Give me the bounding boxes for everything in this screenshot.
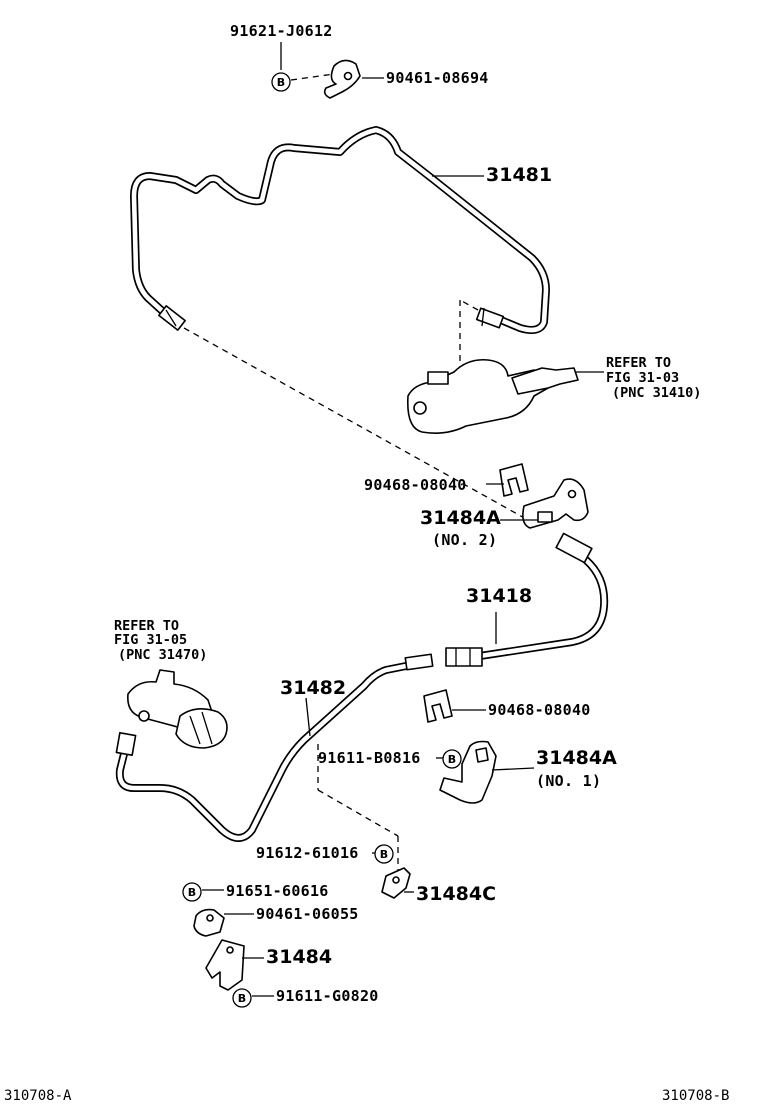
boot-rib-2: [201, 711, 213, 745]
label-31484A-no2[interactable]: 31484A: [420, 507, 501, 529]
svg-text:B: B: [188, 886, 196, 899]
bolt-b-icon: B: [374, 844, 394, 864]
svg-text:B: B: [448, 753, 456, 766]
label-31484A-no1[interactable]: 31484A: [536, 747, 617, 769]
bracket-no2-slot: [537, 511, 553, 523]
label-91611-G0820[interactable]: 91611-G0820: [276, 987, 379, 1005]
hose-31418-end-fitting: [555, 532, 593, 564]
clamp-06055-hole: [206, 914, 214, 922]
boot-rib-1: [189, 715, 201, 745]
master-cylinder-rod: [511, 367, 579, 395]
label-31418[interactable]: 31418: [466, 585, 532, 607]
label-91651-60616[interactable]: 91651-60616: [226, 882, 329, 900]
master-cylinder-body: [406, 358, 549, 434]
bracket-31484-hole: [226, 946, 234, 954]
corner-code-left: 310708-A: [4, 1088, 72, 1104]
dash-bolt-to-clamp: [290, 73, 335, 81]
clip-90468-08040-bottom: 90468-08040: [423, 689, 591, 723]
label-31481[interactable]: 31481: [486, 164, 552, 186]
clip-bottom-part: [423, 689, 453, 723]
clamp-90461-08694-part: [323, 59, 361, 99]
bracket-31484A-no2: 31484A (NO. 2): [420, 478, 589, 549]
clip-90468-08040-top: 90468-08040: [364, 463, 529, 497]
clamp-90461-06055-group: B 91651-60616 90461-06055: [182, 882, 359, 937]
bracket-no2-hole: [567, 489, 577, 499]
pipe-31482-fitting-right: [404, 653, 434, 671]
bolt-b-icon: B: [182, 882, 202, 902]
refer-1-line1: REFER TO: [606, 355, 671, 371]
leader-31482: [305, 697, 311, 737]
release-cylinder-port: [138, 710, 150, 722]
bracket-no1-slot: [475, 747, 489, 763]
bracket-31484A-no1-group: 91611-B0816 B 31484A (NO. 1): [318, 740, 617, 804]
bracket-31484-group: 31484: [205, 939, 332, 991]
refer-2-line3: (PNC 31470): [118, 647, 207, 663]
label-91621-J0612[interactable]: 91621-J0612: [230, 22, 333, 40]
svg-text:B: B: [277, 76, 285, 89]
label-no2: (NO. 2): [432, 531, 497, 549]
label-90461-08694[interactable]: 90461-08694: [386, 69, 489, 87]
hose-31418: 31418: [445, 532, 609, 667]
clamp-90461-06055-part: [193, 908, 225, 937]
master-cylinder-31410: REFER TO FIG 31-03 (PNC 31410): [406, 355, 701, 434]
release-cylinder-31470: REFER TO FIG 31-05 (PNC 31470): [114, 618, 228, 749]
label-91612-61016[interactable]: 91612-61016: [256, 844, 359, 862]
label-90461-06055[interactable]: 90461-06055: [256, 905, 359, 923]
label-31482[interactable]: 31482: [280, 677, 346, 699]
label-90468-08040-bot[interactable]: 90468-08040: [488, 701, 591, 719]
label-31484[interactable]: 31484: [266, 946, 332, 968]
label-90468-08040-top[interactable]: 90468-08040: [364, 476, 467, 494]
leader-31484A-no1: [491, 767, 535, 771]
clamp-90461-08694-group: 91621-J0612 B 90461-08694: [230, 22, 489, 99]
bolt-91611-G0820-group: B 91611-G0820: [232, 987, 379, 1008]
bracket-31484-part: [205, 939, 245, 991]
bolt-b-icon: B: [442, 749, 462, 769]
refer-2-line2[interactable]: FIG 31-05: [114, 632, 187, 648]
pipe-31481-fitting-left: [158, 305, 186, 331]
pipe-31482-fitting-left: [115, 731, 137, 757]
refer-1-line3: (PNC 31410): [612, 385, 701, 401]
hose-31418-hex-fitting: [445, 647, 483, 667]
corner-code-right: 310708-B: [662, 1088, 729, 1104]
pipe-31482: 31482: [115, 653, 434, 842]
label-91611-B0816[interactable]: 91611-B0816: [318, 749, 421, 767]
release-cylinder-boot: [175, 708, 228, 749]
bracket-31484C-hole: [392, 876, 400, 884]
refer-1-line2[interactable]: FIG 31-03: [606, 370, 679, 386]
pipe-31481: 31481: [130, 126, 552, 334]
svg-text:B: B: [238, 992, 246, 1005]
label-no1: (NO. 1): [536, 772, 601, 790]
clip-top-part: [499, 463, 529, 497]
bolt-b-icon: B: [232, 988, 252, 1008]
bracket-31484C-group: 91612-61016 B 31484C: [256, 844, 496, 905]
bracket-no2-plate: [522, 478, 589, 529]
label-31484C[interactable]: 31484C: [416, 883, 496, 905]
master-cylinder-cap: [427, 371, 449, 385]
pipe-31481-fitting-right: [475, 307, 505, 329]
svg-text:B: B: [380, 848, 388, 861]
clamp-hole: [343, 71, 353, 81]
refer-2-line1: REFER TO: [114, 618, 179, 634]
dash-31482-diag: [317, 789, 399, 837]
master-cylinder-port: [413, 401, 427, 415]
bolt-b-icon: B: [271, 72, 291, 92]
dash-31481-right: [459, 299, 479, 311]
